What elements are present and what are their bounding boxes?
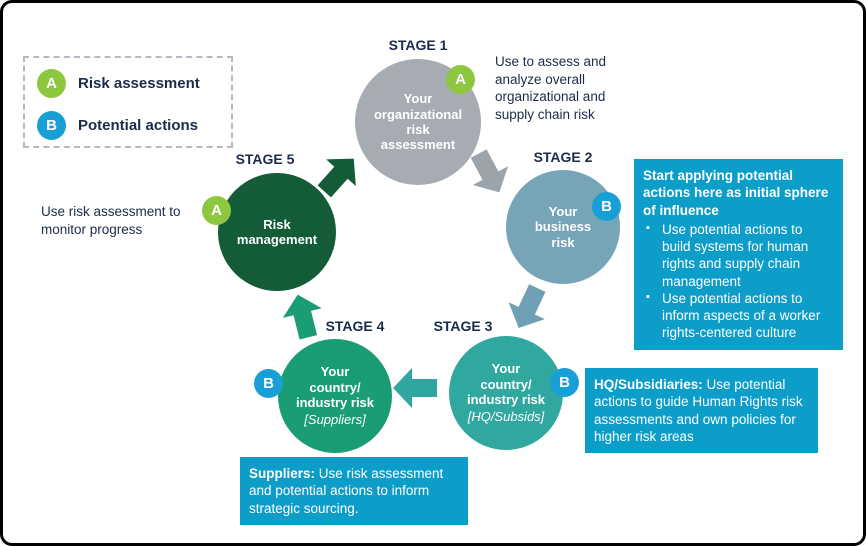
stage1-title-line: Your [403, 91, 433, 107]
legend-label: Potential actions [78, 117, 199, 134]
stage5-circle: Risk management [218, 173, 336, 291]
stage3-circle: Your country/ industry risk [HQ/Subsids] [449, 336, 563, 450]
stage3-badge-b-icon: B [550, 368, 579, 397]
stage2-title-line: risk [551, 234, 575, 250]
stage3-title-line: Your [491, 361, 521, 377]
influence-box: Start applying potential actions here as… [634, 159, 843, 350]
arrow-stage3-to-stage4-icon [393, 368, 437, 408]
suppliers-box-lead: Suppliers: [249, 466, 316, 481]
legend-item-potential-actions: B Potential actions [37, 111, 198, 140]
stage5-label: STAGE 5 [235, 151, 295, 167]
stage1-label: STAGE 1 [388, 37, 448, 53]
hq-box-lead: HQ/Subsidiaries: [594, 377, 703, 392]
badge-a-icon: A [37, 69, 66, 98]
stage2-badge-b-icon: B [592, 192, 621, 221]
stage4-circle: Your country/ industry risk [Suppliers] [278, 339, 392, 453]
arrow-stage5-to-stage1-icon [317, 158, 356, 198]
stage5-title-line: Risk [263, 216, 291, 232]
stage3-title-line: country/ [480, 376, 532, 392]
arrow-stage4-to-stage5-icon [282, 294, 322, 340]
stage2-title-line: Your [548, 204, 578, 219]
stage2-label: STAGE 2 [533, 149, 593, 165]
legend-label: Risk assessment [78, 75, 200, 92]
stage5-title-line: management [236, 232, 318, 247]
suppliers-box: Suppliers: Use risk assessment and poten… [240, 457, 468, 525]
influence-bullet: Use potential actions to build systems f… [646, 221, 834, 290]
stage1-title-line: assessment [380, 137, 456, 153]
arrow-stage2-to-stage3-icon [508, 284, 546, 328]
suppliers-box-text: Use risk assessment and potential action… [249, 466, 444, 516]
stage4-title-line: industry risk [295, 395, 375, 410]
stage4-badge-b-icon: B [254, 369, 283, 398]
stage1-title-line: risk [406, 122, 430, 137]
stage4-label: STAGE 4 [325, 318, 385, 334]
badge-b-icon: B [37, 111, 66, 140]
arrow-stage1-to-stage2-icon [470, 149, 509, 193]
stage4-title-line: country/ [309, 379, 361, 395]
hq-subsidiaries-box: HQ/Subsidiaries: Use potential actions t… [585, 368, 818, 454]
legend-item-risk-assessment: A Risk assessment [37, 69, 200, 98]
stage3-subtitle: [HQ/Subsids] [467, 409, 545, 425]
hq-box-text: Use potential actions to guide Human Rig… [594, 377, 803, 444]
stage1-title-line: organizational [373, 106, 463, 122]
influence-box-bullets: Use potential actions to build systems f… [643, 221, 834, 342]
stage1-badge-a-icon: A [446, 65, 475, 94]
legend-box: A Risk assessment B Potential actions [23, 56, 233, 148]
stage4-title-line: Your [320, 364, 350, 380]
stage3-title-line: industry risk [466, 392, 546, 407]
stage1-note: Use to assess and analyze overall organi… [495, 54, 607, 122]
stage5-badge-a-icon: A [202, 196, 231, 225]
stage4-subtitle: [Suppliers] [304, 412, 366, 428]
influence-bullet: Use potential actions to inform aspects … [646, 290, 834, 342]
stage2-circle: Your business risk [506, 170, 620, 284]
stage3-label: STAGE 3 [433, 318, 493, 334]
influence-box-heading: Start applying potential actions here as… [643, 168, 829, 218]
stage5-note: Use risk assessment to monitor progress [41, 204, 181, 237]
stage2-title-line: business [534, 219, 592, 235]
